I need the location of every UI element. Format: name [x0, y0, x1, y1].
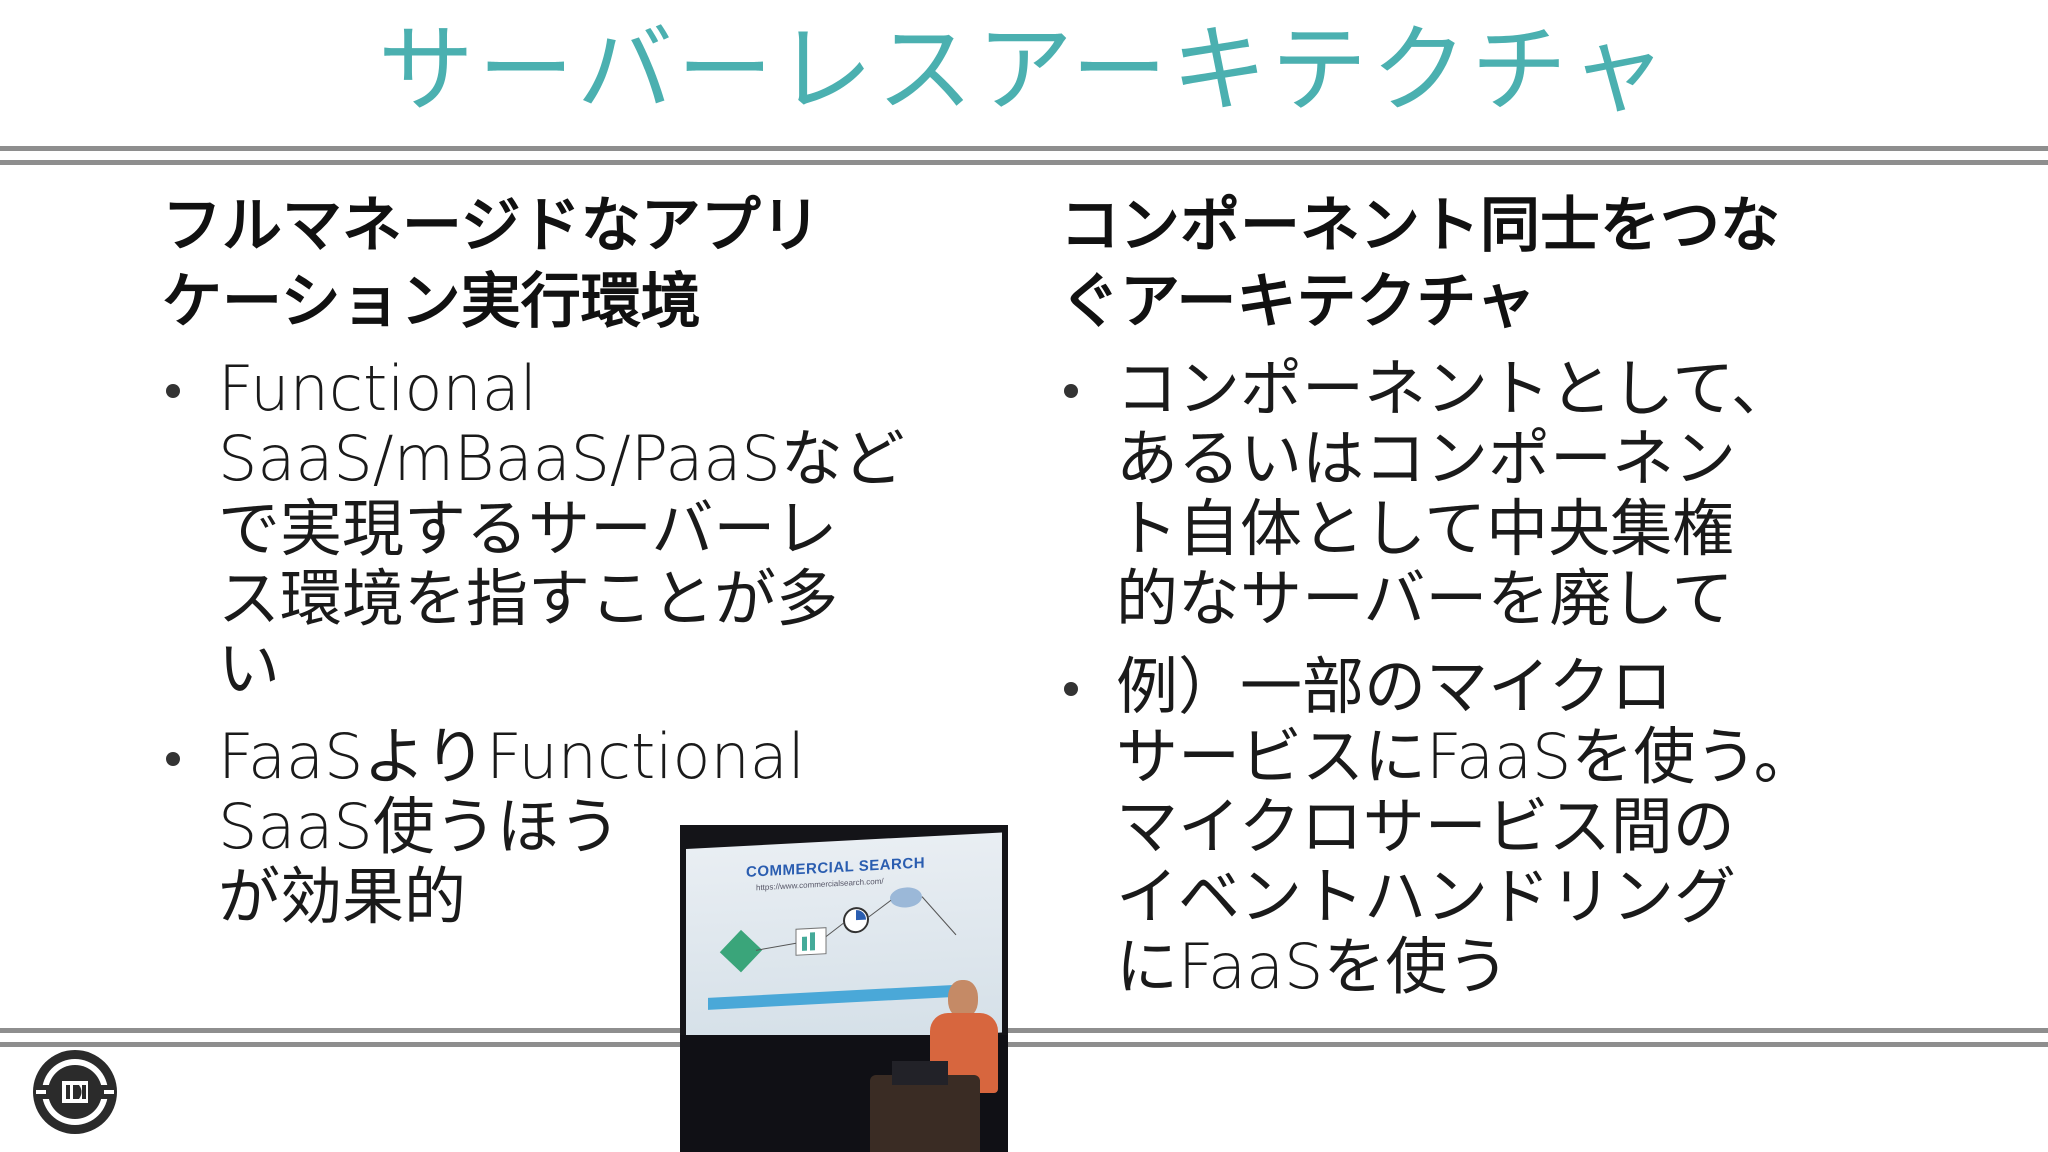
bullet-line: で実現するサーバーレ — [218, 492, 838, 565]
bullet-dot — [166, 752, 180, 766]
bullet-line: ト自体として中央集権 — [1116, 492, 1735, 565]
left-heading: フルマネージドなアプリ ケーション実行環境 — [162, 188, 982, 340]
bullet-line: マイクロサービス間の — [1116, 790, 1735, 863]
bullet-line: い — [218, 632, 281, 705]
bullet-item: FaaSよりFunctional SaaS使うほう が効果的 — [162, 722, 982, 932]
event-logo-icon — [33, 1050, 117, 1134]
podium — [870, 1075, 980, 1152]
speaker-head — [948, 980, 978, 1018]
bullet-item: 例）一部のマイクロ サービスにFaaSを使う。 マイクロサービス間の イベントハ… — [1060, 652, 1920, 1002]
bullet-line: Functional — [218, 352, 537, 425]
bullet-line: コンポーネントとして、 — [1116, 352, 1794, 425]
projector-screen: COMMERCIAL SEARCH https://www.commercial… — [686, 832, 1002, 1049]
bullet-line: 例）一部のマイクロ — [1116, 650, 1673, 723]
bullet-line: にFaaSを使う — [1116, 930, 1510, 1003]
bullet-line: あるいはコンポーネン — [1116, 422, 1737, 495]
left-heading-line: フルマネージドなアプリ — [162, 191, 821, 261]
laptop — [892, 1061, 948, 1085]
bullet-dot — [1064, 682, 1078, 696]
architecture-diagram-icon — [719, 887, 957, 973]
right-heading-line: ぐアーキテクチャ — [1060, 267, 1536, 337]
bullet-line: SaaS/mBaaS/PaaSなど — [218, 422, 905, 495]
bullet-dot — [166, 384, 180, 398]
bullet-dot — [1064, 384, 1078, 398]
bullet-item: コンポーネントとして、 あるいはコンポーネン ト自体として中央集権 的なサーバー… — [1060, 354, 1920, 634]
left-heading-line: ケーション実行環境 — [162, 267, 701, 337]
slide-title: サーバーレスアーキテクチャ — [377, 14, 1671, 126]
bullet-item: Functional SaaS/mBaaS/PaaSなど で実現するサーバーレ … — [162, 354, 982, 704]
right-bullet-list: コンポーネントとして、 あるいはコンポーネン ト自体として中央集権 的なサーバー… — [1060, 354, 1920, 1002]
bullet-line: サービスにFaaSを使う。 — [1116, 720, 1816, 793]
right-heading: コンポーネント同士をつな ぐアーキテクチャ — [1060, 188, 1920, 340]
bullet-line: FaaSよりFunctional — [218, 720, 806, 793]
bullet-line: 的なサーバーを廃して — [1116, 562, 1734, 635]
right-column: コンポーネント同士をつな ぐアーキテクチャ コンポーネントとして、 あるいはコン… — [1060, 188, 1920, 1020]
bullet-line: イベントハンドリング — [1116, 860, 1737, 933]
bullet-line: ス環境を指すことが多 — [218, 562, 839, 635]
speaker-photo: COMMERCIAL SEARCH https://www.commercial… — [680, 825, 1008, 1152]
bullet-line: が効果的 — [218, 860, 467, 933]
right-heading-line: コンポーネント同士をつな — [1060, 191, 1780, 261]
bullet-line: SaaS使うほう — [218, 790, 621, 863]
left-column: フルマネージドなアプリ ケーション実行環境 Functional SaaS/mB… — [162, 188, 982, 950]
left-bullet-list: Functional SaaS/mBaaS/PaaSなど で実現するサーバーレ … — [162, 354, 982, 932]
